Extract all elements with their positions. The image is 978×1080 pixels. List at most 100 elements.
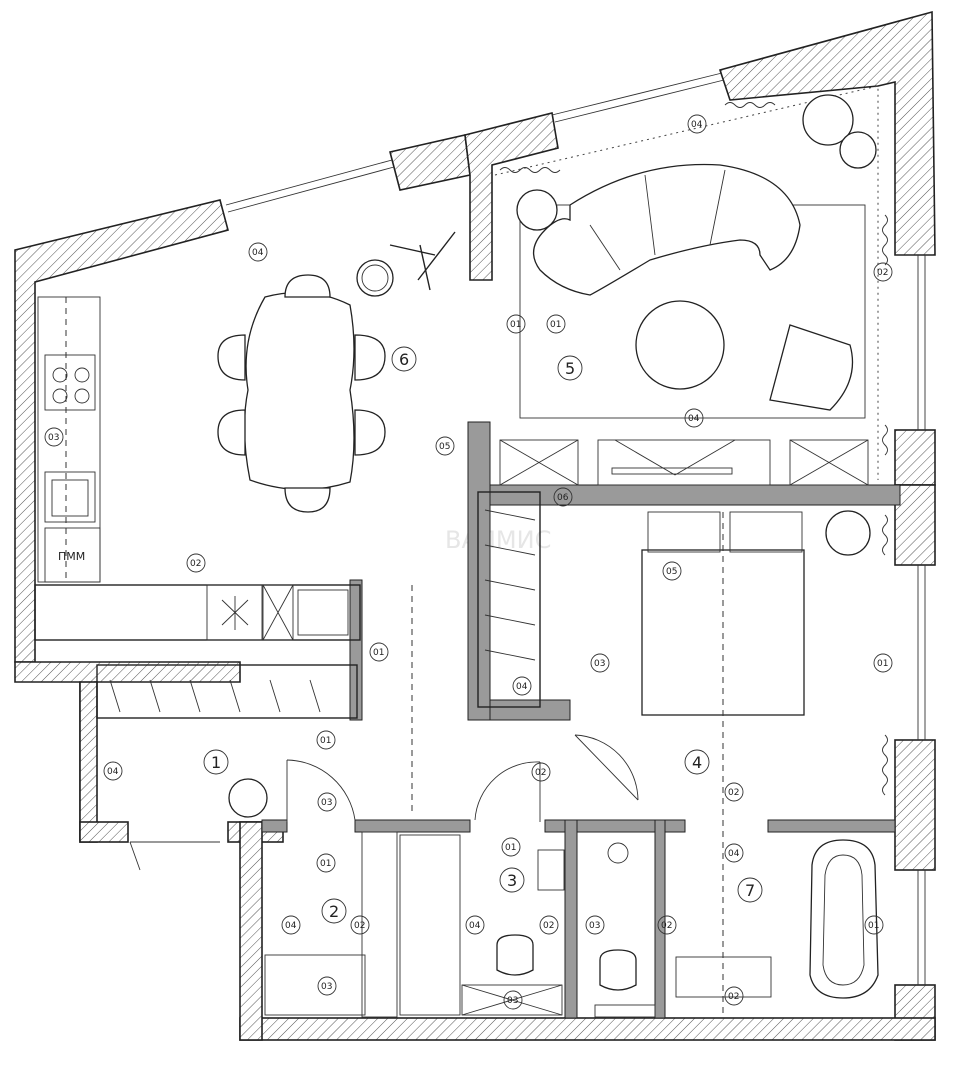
elevation-marker: 01 — [864, 915, 884, 935]
svg-text:02: 02 — [728, 788, 739, 798]
interior-walls — [261, 421, 901, 1019]
elevation-marker: 04 — [684, 408, 704, 428]
svg-text:01: 01 — [550, 320, 561, 330]
elevation-marker: 04 — [465, 915, 485, 935]
svg-text:06: 06 — [557, 493, 569, 503]
svg-text:01: 01 — [505, 843, 516, 853]
elevation-marker: 02 — [531, 762, 551, 782]
elevation-marker: 03 — [503, 990, 523, 1010]
bathtub — [809, 839, 879, 999]
svg-text:5: 5 — [565, 359, 575, 378]
svg-text:03: 03 — [321, 982, 332, 992]
coffee-table — [635, 300, 725, 390]
svg-text:01: 01 — [320, 736, 331, 746]
kitchen: ПММ — [34, 296, 361, 641]
windows — [225, 72, 926, 985]
elevation-marker: 03 — [317, 792, 337, 812]
living-room — [494, 85, 879, 486]
svg-text:03: 03 — [594, 659, 605, 669]
elevation-marker: 03 — [317, 976, 337, 996]
dining-set — [217, 231, 456, 513]
svg-text:02: 02 — [535, 768, 546, 778]
svg-text:04: 04 — [691, 120, 703, 130]
dishwasher-icon — [44, 527, 101, 583]
room-1: 1 — [203, 749, 229, 775]
svg-text:04: 04 — [285, 921, 297, 931]
svg-text:02: 02 — [543, 921, 554, 931]
svg-text:04: 04 — [469, 921, 481, 931]
room-6: 6 — [391, 346, 417, 372]
hallway-and-baths — [96, 585, 879, 1018]
svg-text:03: 03 — [48, 433, 59, 443]
svg-text:04: 04 — [516, 682, 528, 692]
curtains — [499, 102, 888, 796]
elevation-marker: 01 — [316, 730, 336, 750]
svg-text:3: 3 — [507, 871, 517, 890]
elevation-marker: 04 — [281, 915, 301, 935]
elevation-marker: 01 — [369, 642, 389, 662]
bedroom — [477, 491, 871, 1015]
floor-lamp-icon — [389, 231, 456, 291]
svg-text:7: 7 — [745, 881, 755, 900]
elevation-marker: 04 — [687, 114, 707, 134]
elevation-marker: 04 — [103, 761, 123, 781]
elevation-marker: 02 — [873, 262, 893, 282]
elevation-marker: 02 — [724, 782, 744, 802]
svg-text:02: 02 — [877, 268, 888, 278]
elevation-marker: 02 — [350, 915, 370, 935]
svg-text:04: 04 — [688, 414, 700, 424]
svg-text:1: 1 — [211, 753, 221, 772]
svg-text:03: 03 — [321, 798, 332, 808]
stove-icon — [44, 354, 96, 411]
room-7: 7 — [737, 877, 763, 903]
room-3: 3 — [499, 867, 525, 893]
svg-text:05: 05 — [439, 442, 450, 452]
svg-text:01: 01 — [373, 648, 384, 658]
svg-text:4: 4 — [692, 753, 702, 772]
elevation-marker: 03 — [585, 915, 605, 935]
double-bed — [641, 549, 805, 716]
elevation-marker: 01 — [506, 314, 526, 334]
svg-text:03: 03 — [507, 996, 518, 1006]
elevation-marker: 02 — [657, 915, 677, 935]
elevation-marker: 02 — [539, 915, 559, 935]
room-5: 5 — [557, 355, 583, 381]
elevation-marker: 05 — [662, 561, 682, 581]
room-numbers: 1 2 3 4 5 6 7 — [203, 346, 763, 924]
svg-text:02: 02 — [661, 921, 672, 931]
room-2: 2 — [321, 898, 347, 924]
elevation-marker: 03 — [44, 427, 64, 447]
elevation-markers: 04 02 03 05 01 01 04 02 04 06 05 03 04 0… — [44, 114, 893, 1010]
svg-text:04: 04 — [728, 849, 740, 859]
svg-text:02: 02 — [190, 559, 201, 569]
elevation-marker: 04 — [248, 242, 268, 262]
svg-text:05: 05 — [666, 567, 677, 577]
svg-text:2: 2 — [329, 902, 339, 921]
elevation-marker: 04 — [512, 676, 532, 696]
outer-walls — [14, 10, 936, 1041]
elevation-marker: 01 — [316, 853, 336, 873]
elevation-marker: 03 — [590, 653, 610, 673]
watermark: ВАЛМИС — [445, 526, 551, 554]
curved-sofa — [533, 163, 801, 296]
dishwasher-label: ПММ — [58, 550, 85, 563]
elevation-marker: 01 — [546, 314, 566, 334]
elevation-marker: 05 — [435, 436, 455, 456]
sink-icon — [44, 471, 96, 523]
svg-text:01: 01 — [877, 659, 888, 669]
svg-text:01: 01 — [510, 320, 521, 330]
elevation-marker: 02 — [186, 553, 206, 573]
elevation-marker: 06 — [553, 487, 573, 507]
svg-text:01: 01 — [320, 859, 331, 869]
svg-text:02: 02 — [354, 921, 365, 931]
svg-text:04: 04 — [252, 248, 264, 258]
svg-text:04: 04 — [107, 767, 119, 777]
room-4: 4 — [684, 749, 710, 775]
elevation-marker: 01 — [873, 653, 893, 673]
elevation-marker: 04 — [724, 843, 744, 863]
svg-text:6: 6 — [399, 350, 409, 369]
armchair — [769, 324, 854, 411]
svg-text:01: 01 — [868, 921, 879, 931]
svg-text:02: 02 — [728, 992, 739, 1002]
